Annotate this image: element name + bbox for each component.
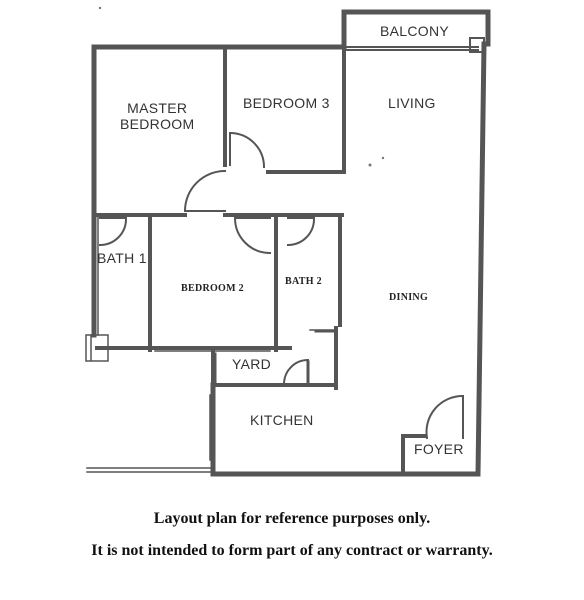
room-label-living: LIVING: [388, 95, 436, 111]
room-label-yard: YARD: [232, 356, 272, 372]
outer-walls: [91, 9, 491, 477]
room-label-bedroom-2: BEDROOM 2: [181, 283, 244, 294]
disclaimer-line-2: It is not intended to form part of any c…: [91, 542, 493, 559]
room-label-kitchen: KITCHEN: [250, 412, 314, 428]
room-label-bath-2: BATH 2: [285, 276, 322, 287]
room-label-master-line1: MASTER: [127, 100, 188, 116]
disclaimer-line-1: Layout plan for reference purposes only.: [153, 510, 431, 527]
floor-mark-dot: [98, 6, 102, 10]
floor-mark-dot: [368, 163, 372, 167]
door-swings: [98, 131, 465, 440]
room-label-bath-1: BATH 1: [97, 250, 147, 266]
room-label-bedroom-3: BEDROOM 3: [243, 95, 330, 111]
room-label-master-line2: BEDROOM: [120, 116, 195, 132]
room-label-master-bedroom: MASTER BEDROOM: [120, 100, 194, 132]
floor-plan-diagram: [85, 6, 491, 477]
room-label-dining: DINING: [389, 292, 429, 303]
balcony-edge: [343, 37, 485, 53]
floor-mark-dot: [381, 156, 385, 160]
room-label-balcony: BALCONY: [380, 23, 450, 39]
interior-walls: [95, 48, 427, 474]
room-label-foyer: FOYER: [414, 441, 464, 457]
wall-stubs: [213, 329, 338, 386]
